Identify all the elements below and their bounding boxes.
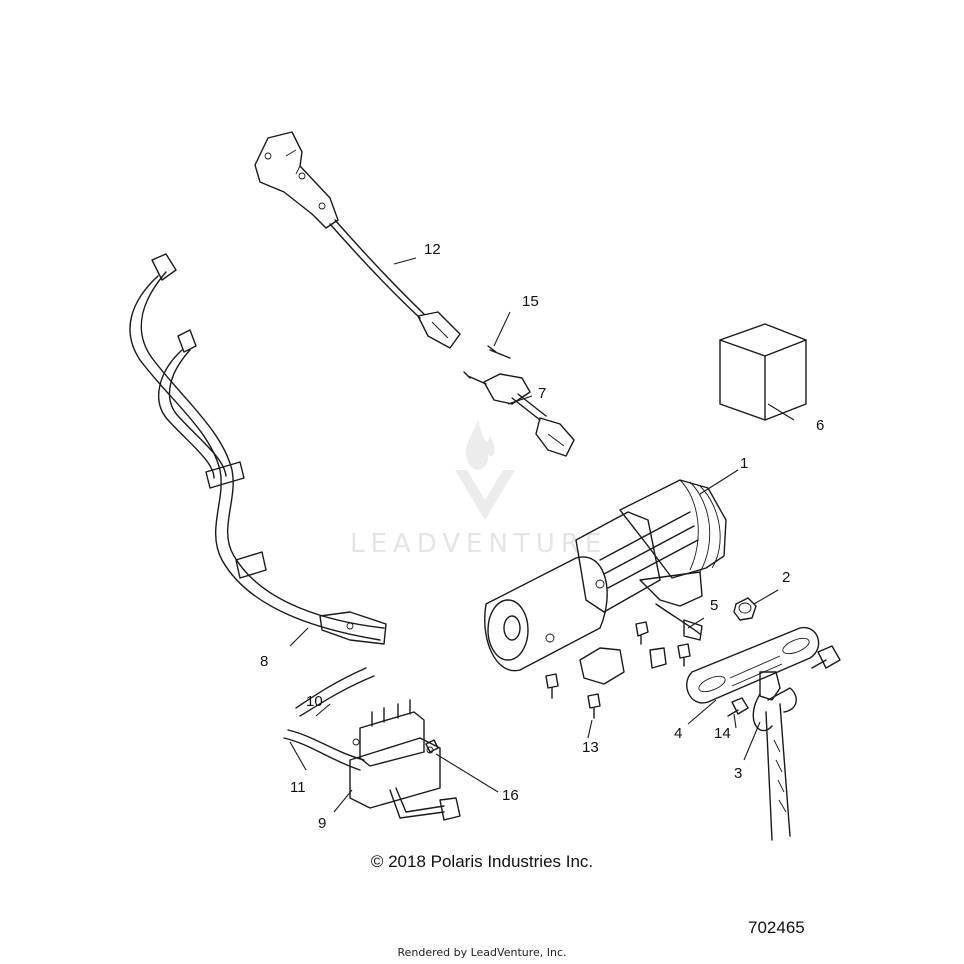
part-8-harness — [129, 253, 387, 645]
callout-14: 14 — [714, 725, 731, 742]
callout-8: 8 — [260, 653, 268, 670]
callout-15: 15 — [522, 293, 539, 310]
callout-5: 5 — [710, 597, 718, 614]
callout-2: 2 — [782, 569, 790, 586]
callout-4: 4 — [674, 725, 682, 742]
leader-lines — [289, 257, 795, 813]
callout-3: 3 — [734, 765, 742, 782]
part-15-screw — [463, 345, 511, 385]
document-number: 702465 — [748, 918, 805, 937]
callout-9: 9 — [318, 815, 326, 832]
callout-11: 11 — [290, 779, 306, 796]
callout-10: 10 — [306, 693, 323, 710]
part-1-winch — [484, 479, 727, 685]
rendered-by-credit: Rendered by LeadVenture, Inc. — [397, 946, 567, 959]
copyright-notice: © 2018 Polaris Industries Inc. — [370, 852, 594, 871]
callout-labels: 1 2 3 4 5 6 7 8 9 10 11 12 13 14 15 16 — [260, 241, 824, 832]
leadventure-watermark: LEADVENTURE — [350, 420, 607, 559]
part-16-screw — [425, 739, 439, 753]
part-9-contactor — [349, 699, 461, 821]
callout-16: 16 — [502, 787, 519, 804]
callout-7: 7 — [538, 385, 546, 402]
callout-12: 12 — [424, 241, 441, 258]
chevron-logo-icon — [455, 470, 515, 520]
part-6-box — [719, 323, 807, 421]
part-10-11-hoses — [283, 667, 375, 771]
part-14-bolt — [727, 697, 749, 717]
part-12-switch — [254, 131, 461, 349]
part-2-nut — [733, 597, 757, 621]
part-13-bolts — [545, 673, 601, 719]
part-4-fairlead — [686, 627, 820, 704]
part-7-connector — [483, 373, 575, 457]
part-5-fasteners — [635, 621, 691, 669]
bolt-right — [811, 645, 841, 669]
callout-13: 13 — [582, 739, 599, 756]
watermark-text: LEADVENTURE — [350, 529, 607, 559]
flame-icon — [465, 420, 495, 470]
callout-6: 6 — [816, 417, 824, 434]
part-3-hook-strap — [752, 671, 797, 841]
callout-1: 1 — [740, 455, 748, 472]
